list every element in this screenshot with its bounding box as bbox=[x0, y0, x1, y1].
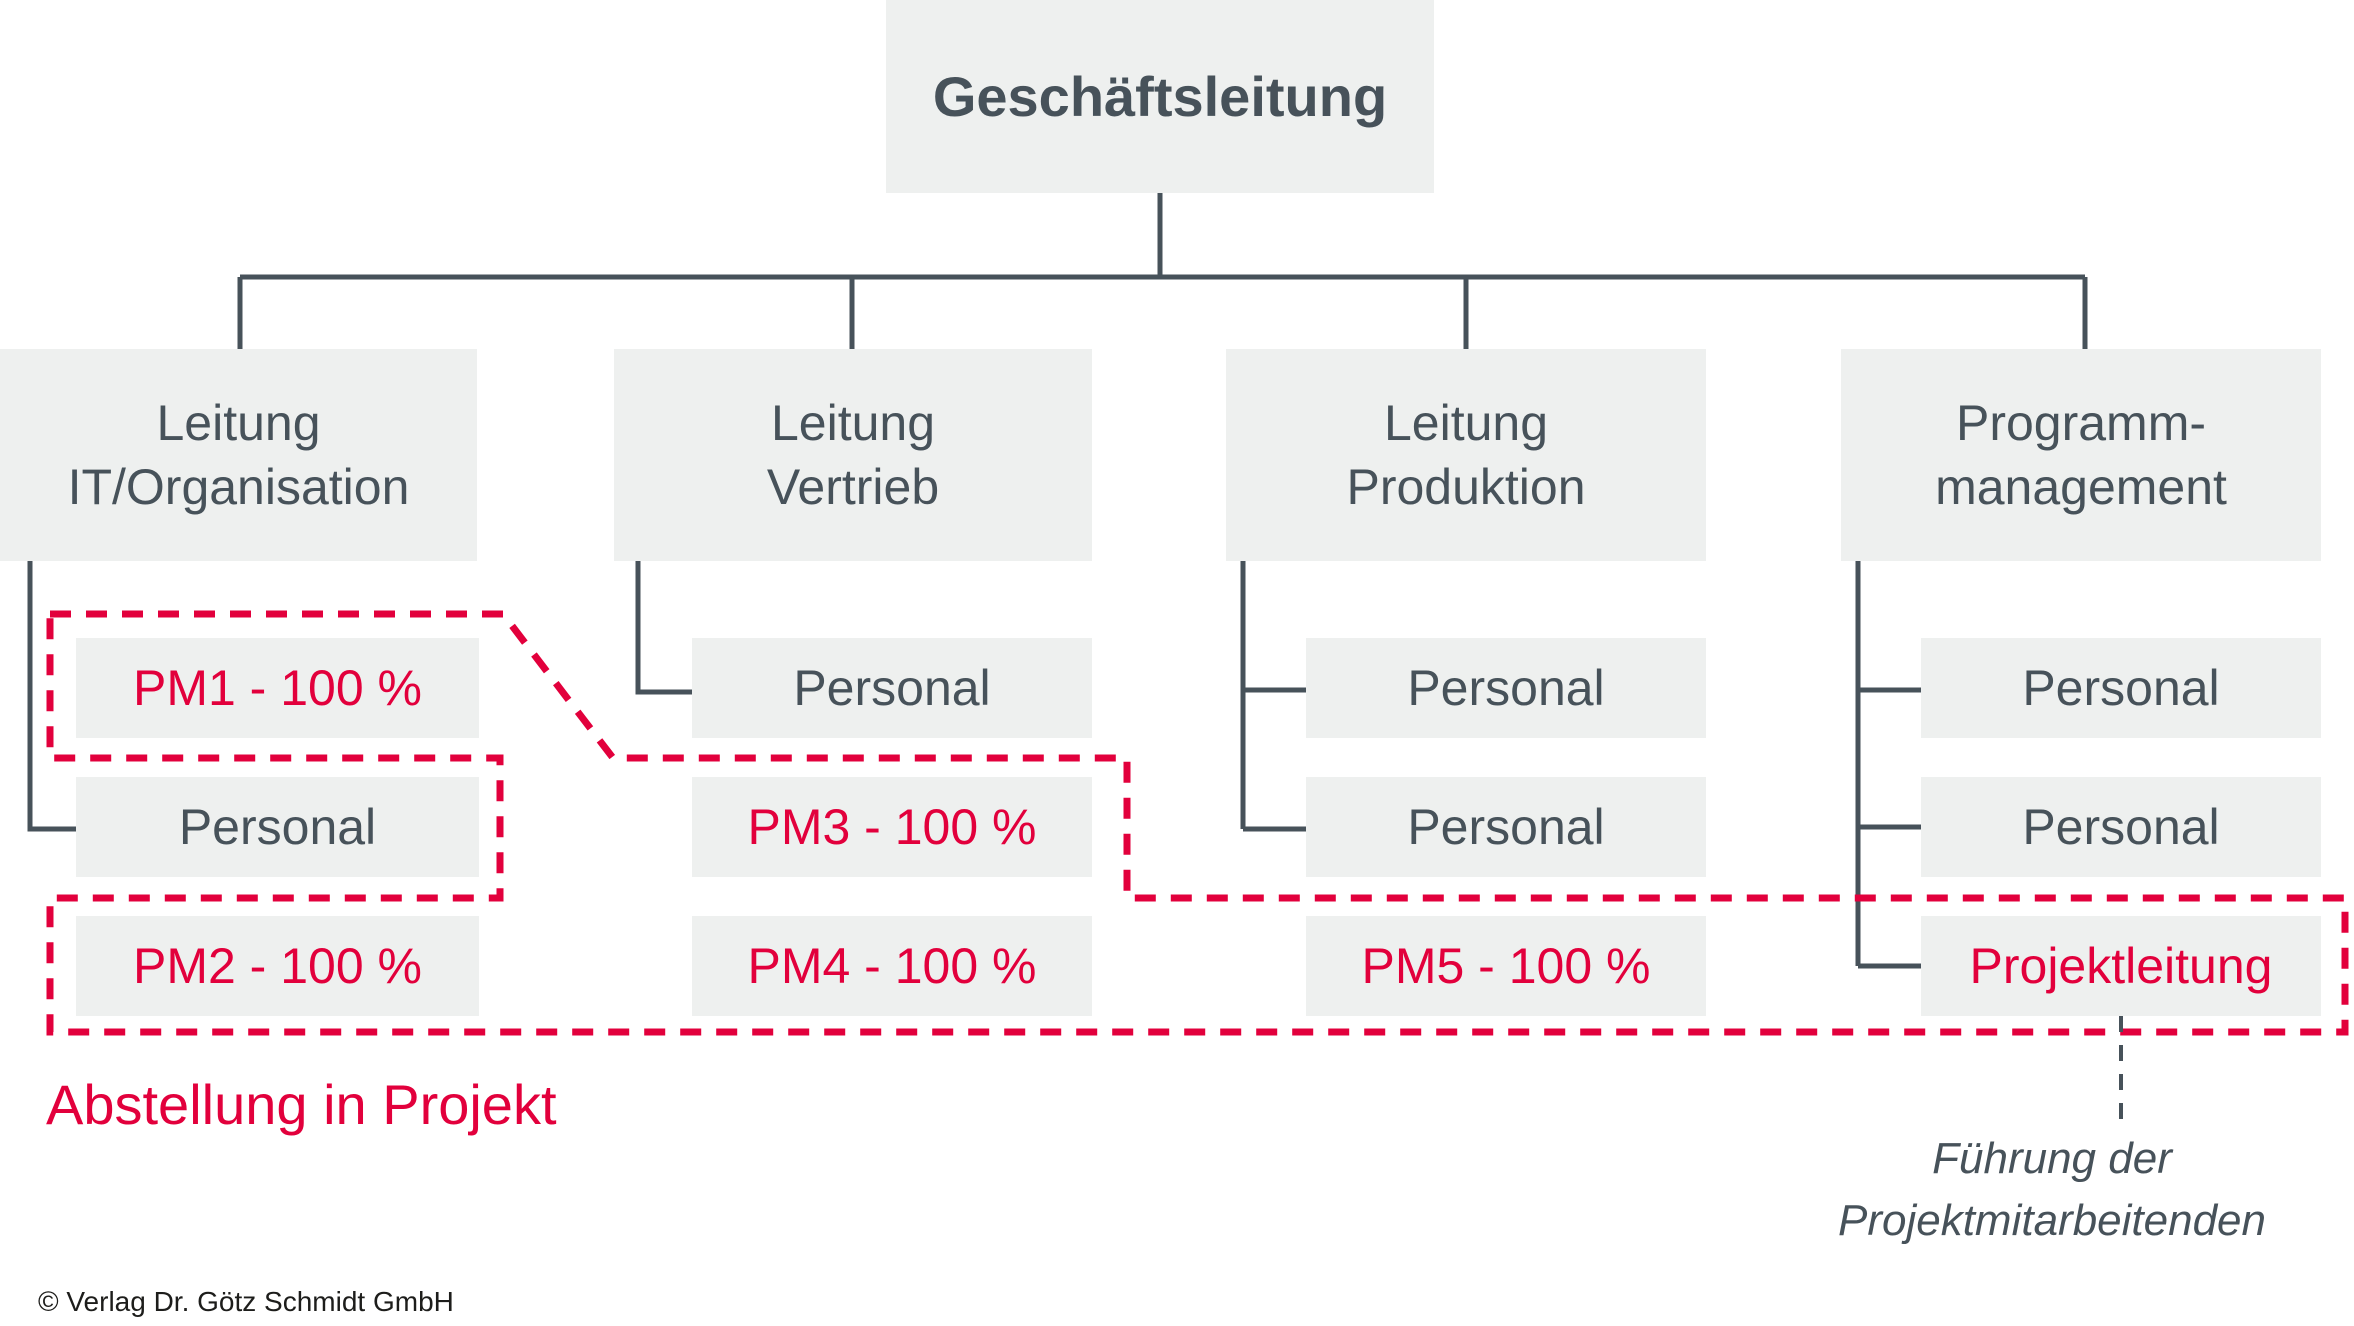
node-personal-produktion-1-label: Personal bbox=[1407, 660, 1605, 716]
node-personal-vertrieb-label: Personal bbox=[793, 660, 991, 716]
label-line1: Programm- bbox=[1955, 395, 2206, 451]
label-line1: Leitung bbox=[1383, 395, 1549, 451]
leadership-annotation: Führung der Projektmitarbeitenden bbox=[1750, 1128, 2354, 1251]
node-programmmanagement-label: Programm-management bbox=[1935, 391, 2227, 519]
node-personal-programm-2: Personal bbox=[1921, 777, 2321, 877]
node-personal-programm-1: Personal bbox=[1921, 638, 2321, 738]
node-pm1: PM1 - 100 % bbox=[76, 638, 479, 738]
node-pm2: PM2 - 100 % bbox=[76, 916, 479, 1016]
node-personal-vertrieb: Personal bbox=[692, 638, 1092, 738]
label-line2: management bbox=[1935, 459, 2227, 515]
node-projektleitung: Projektleitung bbox=[1921, 916, 2321, 1016]
node-pm2-label: PM2 - 100 % bbox=[132, 938, 422, 994]
node-pm5: PM5 - 100 % bbox=[1306, 916, 1706, 1016]
leadership-annotation-line2: Projektmitarbeitenden bbox=[1837, 1195, 2266, 1245]
label-line1: Leitung bbox=[156, 395, 321, 451]
node-pm3: PM3 - 100 % bbox=[692, 777, 1092, 877]
node-pm5-label: PM5 - 100 % bbox=[1361, 938, 1651, 994]
label-line2: Vertrieb bbox=[766, 459, 940, 515]
node-pm4-label: PM4 - 100 % bbox=[747, 938, 1037, 994]
node-pm3-label: PM3 - 100 % bbox=[747, 799, 1037, 855]
secondment-annotation: Abstellung in Projekt bbox=[46, 1073, 557, 1136]
node-pm1-label: PM1 - 100 % bbox=[132, 660, 422, 716]
node-personal-it: Personal bbox=[76, 777, 479, 877]
node-personal-produktion-1: Personal bbox=[1306, 638, 1706, 738]
node-pm4: PM4 - 100 % bbox=[692, 916, 1092, 1016]
copyright-notice: © Verlag Dr. Götz Schmidt GmbH bbox=[38, 1286, 454, 1317]
col3-child-connector bbox=[1240, 561, 1306, 832]
node-geschaeftsleitung: Geschäftsleitung bbox=[886, 0, 1434, 193]
node-geschaeftsleitung-label: Geschäftsleitung bbox=[932, 64, 1388, 128]
secondment-region-outline bbox=[46, 610, 2349, 1036]
label-line2: Produktion bbox=[1346, 459, 1586, 515]
label-line1: Leitung bbox=[770, 395, 936, 451]
node-projektleitung-label: Projektleitung bbox=[1969, 938, 2273, 994]
node-personal-programm-1-label: Personal bbox=[2022, 660, 2220, 716]
col1-child-connector bbox=[27, 561, 76, 832]
node-personal-it-label: Personal bbox=[178, 799, 377, 855]
label-line2: IT/Organisation bbox=[67, 459, 410, 515]
node-personal-produktion-2: Personal bbox=[1306, 777, 1706, 877]
leadership-annotation-line1: Führung der bbox=[1932, 1134, 2172, 1183]
node-personal-produktion-2-label: Personal bbox=[1407, 799, 1605, 855]
node-personal-programm-2-label: Personal bbox=[2022, 799, 2220, 855]
col4-child-connector bbox=[1855, 561, 1921, 969]
node-programmmanagement: Programm-management bbox=[1841, 349, 2321, 561]
col2-child-connector bbox=[635, 561, 692, 695]
